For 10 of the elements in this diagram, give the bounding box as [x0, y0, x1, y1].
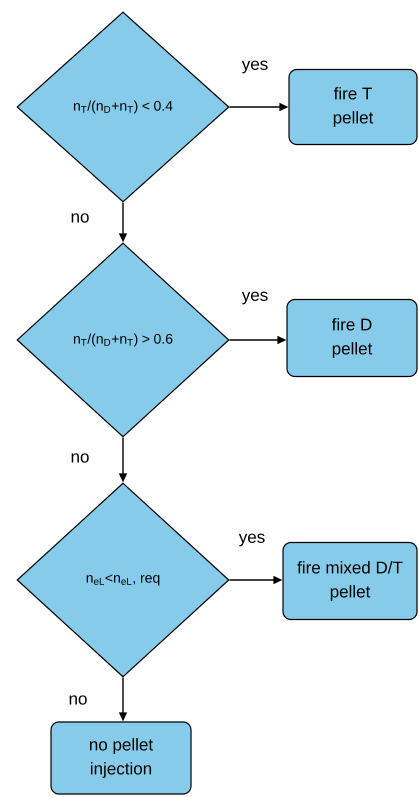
edge-label: no [68, 694, 88, 706]
edge-label: yes [238, 532, 266, 548]
process-box: fire mixed D/T pellet [282, 542, 418, 620]
edge-label: yes [240, 60, 270, 74]
edge-label: yes [240, 290, 270, 306]
edge-label: no [70, 452, 90, 464]
process-box: no pellet injection [50, 721, 192, 795]
edge-label: no [70, 212, 90, 224]
process-box: fire D pellet [286, 298, 418, 378]
process-box: fire T pellet [288, 68, 418, 146]
